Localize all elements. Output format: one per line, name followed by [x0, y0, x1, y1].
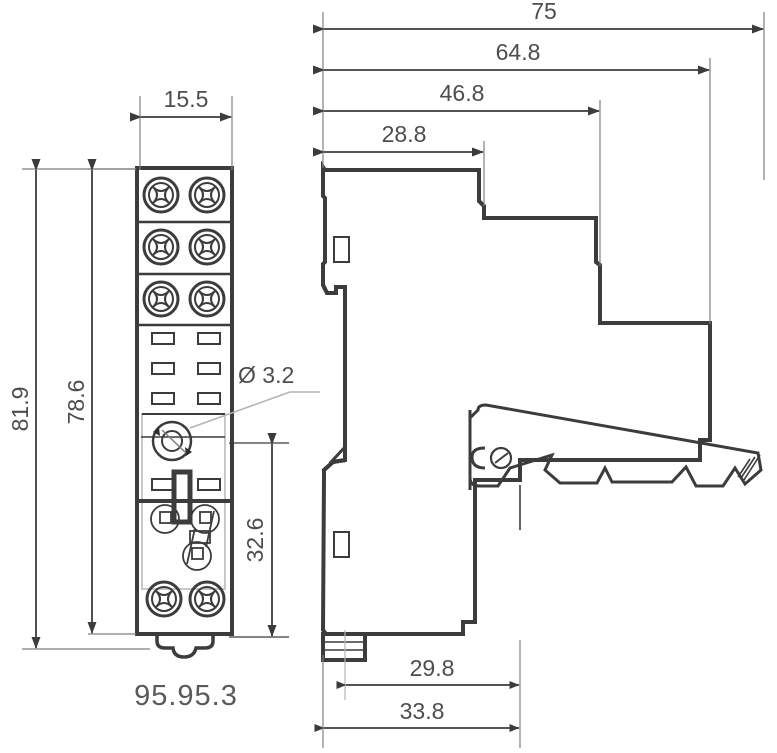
- screw-terminal: [188, 176, 226, 214]
- side-notch-lower-wedge: [328, 445, 347, 463]
- dim-label-height-body: 78.6: [63, 380, 89, 425]
- front-body-outline: [135, 166, 234, 636]
- dim-label-base-29-8: 29.8: [410, 655, 455, 681]
- mounting-hole-outer: [151, 420, 193, 462]
- leader-line-diameter: [189, 391, 291, 429]
- jumper-square: [191, 547, 204, 560]
- clip-serration: [737, 454, 761, 481]
- side-view: [320, 160, 763, 662]
- dim-label-depth-overall: 75: [531, 0, 557, 24]
- screw-terminal-group: [142, 176, 226, 318]
- hole-arrow-1: [185, 447, 192, 456]
- jumper-circle: [150, 504, 180, 534]
- side-foot: [321, 632, 367, 662]
- side-window-lower: [333, 531, 350, 558]
- contact-slot: [151, 362, 175, 375]
- screw-terminal: [188, 228, 226, 266]
- jumper-square: [159, 511, 172, 524]
- contact-slot: [197, 392, 221, 405]
- screw-terminal: [188, 580, 226, 618]
- dim-label-base-33-8: 33.8: [400, 698, 445, 724]
- center-tab: [171, 469, 193, 525]
- side-step-profile: [325, 168, 712, 482]
- mounting-hole-group: [141, 420, 225, 462]
- screw-terminal: [145, 580, 183, 618]
- dim-label-height-overall: 81.9: [7, 387, 33, 432]
- clip-screw-head: [489, 446, 513, 470]
- jumper-bridge: [189, 530, 211, 544]
- part-number-label: 95.95.3: [134, 680, 238, 712]
- mounting-hole-inner: [161, 430, 183, 452]
- jumper-circle: [190, 504, 220, 534]
- dim-label-depth-64-8: 64.8: [496, 39, 541, 65]
- side-window-upper: [333, 236, 350, 263]
- front-dimensions: 15.5 81.9 78.6 32.6 Ø 3.2: [7, 86, 320, 650]
- din-rail-foot: [155, 634, 215, 659]
- contact-slot: [197, 362, 221, 375]
- hole-diag: [161, 429, 186, 453]
- jumper-link-b: [186, 527, 196, 565]
- dim-label-hole-diameter: Ø 3.2: [238, 362, 294, 388]
- contact-slot: [197, 478, 221, 491]
- screw-terminal: [188, 280, 226, 318]
- jumper-link-a: [205, 510, 215, 548]
- contact-slot: [197, 332, 221, 345]
- side-bottom-dimensions: 29.8 33.8: [314, 630, 521, 748]
- front-view: [135, 166, 234, 659]
- dim-label-depth-46-8: 46.8: [440, 80, 485, 106]
- screw-terminal: [142, 228, 180, 266]
- contact-slot-group: [151, 332, 221, 405]
- screw-terminal: [142, 176, 180, 214]
- din-rail-clip-lever: [468, 403, 763, 530]
- contact-slot: [151, 392, 175, 405]
- side-top-dimensions: 75 64.8 46.8 28.8: [313, 0, 765, 324]
- jumper-detail-group: [150, 504, 220, 571]
- dim-label-width-front: 15.5: [164, 86, 209, 112]
- side-notch-upper: [321, 284, 345, 295]
- contact-slot: [151, 332, 175, 345]
- dim-label-height-lower: 32.6: [242, 518, 268, 563]
- clip-screw-slot: [494, 452, 509, 464]
- clip-lever-body: [468, 403, 763, 488]
- jumper-circle: [182, 541, 212, 571]
- jumper-square: [199, 511, 212, 524]
- dim-label-depth-28-8: 28.8: [382, 121, 427, 147]
- hole-arrow-2: [153, 427, 160, 436]
- screw-terminal: [142, 280, 180, 318]
- clip-pivot-boss: [470, 446, 486, 470]
